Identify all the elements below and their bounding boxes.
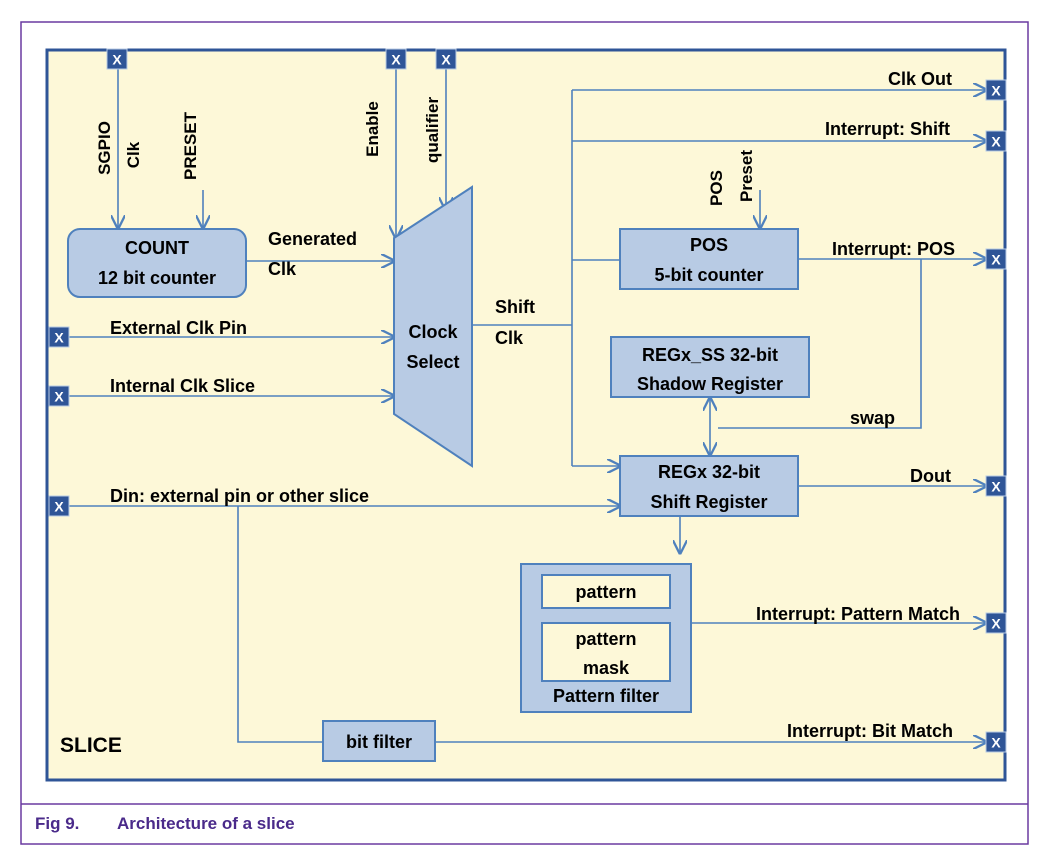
pin-din: X xyxy=(48,495,70,517)
svg-text:X: X xyxy=(54,499,64,515)
label-interrupt-shift: Interrupt: Shift xyxy=(825,119,950,139)
figure-caption: Fig 9. Architecture of a slice xyxy=(35,814,295,834)
label-shift: Shift xyxy=(495,297,535,317)
pin-sgpio: X xyxy=(106,48,128,70)
pin-clk-out: X xyxy=(985,79,1007,101)
label-din: Din: external pin or other slice xyxy=(110,486,369,506)
label-interrupt-bit-match: Interrupt: Bit Match xyxy=(787,721,953,741)
label-external-clk: External Clk Pin xyxy=(110,318,247,338)
svg-text:X: X xyxy=(991,479,1001,495)
wires xyxy=(68,68,986,742)
figure-title: Architecture of a slice xyxy=(117,814,295,833)
svg-text:X: X xyxy=(991,252,1001,268)
svg-text:mask: mask xyxy=(583,658,630,678)
label-qualifier: qualifier xyxy=(423,97,442,164)
pin-external-clk: X xyxy=(48,326,70,348)
svg-text:X: X xyxy=(991,616,1001,632)
pattern-mask-box xyxy=(541,622,671,682)
pattern-filter-block: pattern pattern mask Pattern filter xyxy=(520,563,692,713)
svg-text:bit filter: bit filter xyxy=(346,732,412,752)
pin-interrupt-shift: X xyxy=(985,130,1007,152)
shadow-register-block: REGx_SS 32-bit Shadow Register xyxy=(610,336,810,398)
pin-bit-match: X xyxy=(985,731,1007,753)
svg-text:X: X xyxy=(112,52,122,68)
pin-dout: X xyxy=(985,475,1007,497)
wire-din-to-bitfilter xyxy=(237,506,323,743)
label-enable: Enable xyxy=(363,101,382,157)
signal-labels: Generated Clk External Clk Pin Internal … xyxy=(110,69,960,741)
count-block: COUNT 12 bit counter xyxy=(67,228,247,298)
svg-text:pattern: pattern xyxy=(575,629,636,649)
svg-text:X: X xyxy=(991,735,1001,751)
svg-text:X: X xyxy=(991,134,1001,150)
pos-block: POS 5-bit counter xyxy=(619,228,799,290)
svg-text:pattern: pattern xyxy=(575,582,636,602)
count-subtitle: 12 bit counter xyxy=(98,268,216,288)
count-title: COUNT xyxy=(125,238,189,258)
shift-register-block: REGx 32-bit Shift Register xyxy=(619,455,799,517)
pattern-filter-label: Pattern filter xyxy=(553,686,659,706)
svg-text:X: X xyxy=(441,52,451,68)
label-internal-clk: Internal Clk Slice xyxy=(110,376,255,396)
svg-text:Shift Register: Shift Register xyxy=(650,492,767,512)
svg-text:Clock: Clock xyxy=(408,322,458,342)
svg-text:REGx 32-bit: REGx 32-bit xyxy=(658,462,760,482)
label-clk-out: Clk Out xyxy=(888,69,952,89)
label-shift-clk: Clk xyxy=(495,328,524,348)
label-preset-pos: Preset xyxy=(737,150,756,202)
pin-internal-clk: X xyxy=(48,385,70,407)
label-interrupt-pos: Interrupt: POS xyxy=(832,239,955,259)
pins: X X X X X X X X X X X X xyxy=(48,48,1007,753)
svg-text:X: X xyxy=(54,330,64,346)
label-generated-clk: Clk xyxy=(268,259,297,279)
label-dout: Dout xyxy=(910,466,951,486)
pin-pattern-match: X xyxy=(985,612,1007,634)
slice-label: SLICE xyxy=(60,734,122,757)
figure-number: Fig 9. xyxy=(35,814,80,833)
pattern-box xyxy=(541,574,671,609)
svg-text:X: X xyxy=(391,52,401,68)
svg-text:5-bit counter: 5-bit counter xyxy=(654,265,763,285)
svg-text:REGx_SS 32-bit: REGx_SS 32-bit xyxy=(642,345,778,365)
clock-select-block: Clock Select xyxy=(393,185,473,468)
bit-filter-block: bit filter xyxy=(322,720,436,762)
label-clk: Clk xyxy=(124,141,143,168)
label-swap: swap xyxy=(850,408,895,428)
vertical-labels: SGPIO Clk PRESET Enable qualifier POS Pr… xyxy=(95,97,756,206)
svg-text:POS: POS xyxy=(690,235,728,255)
svg-text:X: X xyxy=(54,389,64,405)
pin-interrupt-pos: X xyxy=(985,248,1007,270)
label-pos-in: POS xyxy=(707,170,726,206)
label-preset: PRESET xyxy=(181,111,200,180)
label-interrupt-pattern-match: Interrupt: Pattern Match xyxy=(756,604,960,624)
pin-enable: X xyxy=(385,48,407,70)
label-generated: Generated xyxy=(268,229,357,249)
pin-qualifier: X xyxy=(435,48,457,70)
wire-swap xyxy=(718,259,922,429)
label-sgpio: SGPIO xyxy=(95,121,114,175)
svg-text:Select: Select xyxy=(406,352,459,372)
svg-text:Shadow Register: Shadow Register xyxy=(637,374,783,394)
svg-text:X: X xyxy=(991,83,1001,99)
